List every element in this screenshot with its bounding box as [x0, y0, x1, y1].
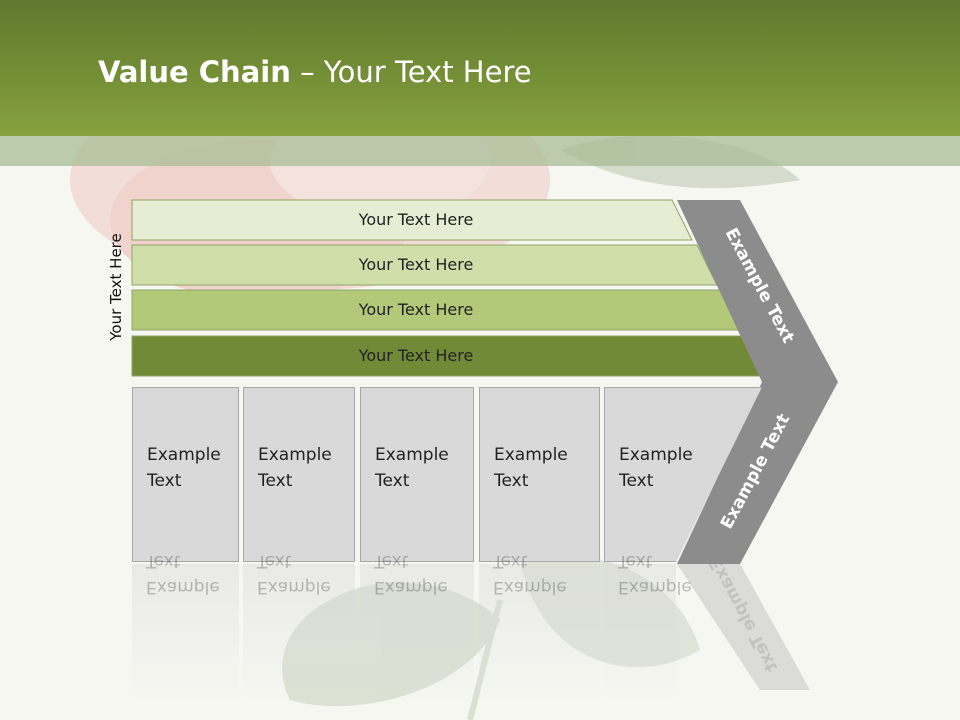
value-bar-label: Your Text Here	[358, 210, 474, 229]
value-bar-label: Your Text Here	[358, 255, 474, 274]
page-title: Value Chain – Your Text Here	[98, 55, 532, 89]
value-bar-label: Your Text Here	[358, 346, 474, 365]
chevron-arrow	[677, 200, 838, 564]
title-rest: – Your Text Here	[290, 55, 532, 89]
title-bold: Value Chain	[98, 55, 291, 89]
value-bar-label: Your Text Here	[358, 300, 474, 319]
chevron-arrow-reflection	[677, 564, 810, 690]
value-bar	[131, 199, 693, 241]
header-band	[0, 136, 960, 166]
header-bar	[0, 0, 960, 136]
